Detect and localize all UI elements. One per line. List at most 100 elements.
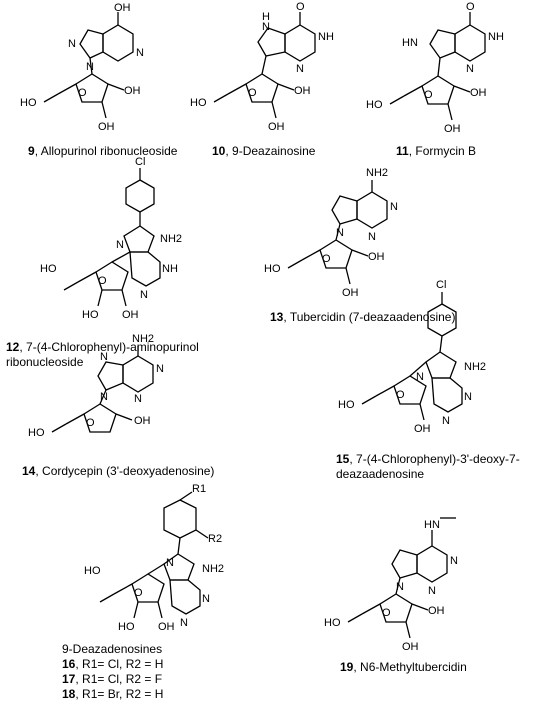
- atom-label-ho: HO: [20, 97, 37, 109]
- caption-10: 10, 9-Deazainosine: [212, 144, 316, 158]
- deaza-entry-16: 16, R1= Cl, R2 = H: [62, 657, 164, 671]
- atom-label-oh: OH: [158, 621, 175, 633]
- atom-label-h: H: [262, 11, 270, 23]
- atom-label-ho: HO: [118, 621, 135, 633]
- atom-label-hn: HN: [424, 519, 440, 531]
- atom-label-n: N: [68, 38, 76, 50]
- atom-label-cl: Cl: [436, 279, 446, 291]
- atom-label-oh: OH: [470, 87, 487, 99]
- atom-label-n: N: [136, 47, 144, 59]
- atom-label-o: O: [296, 1, 305, 13]
- atom-label-nh: NH: [318, 31, 334, 43]
- caption-13: 13, Tubercidin (7-deazaadenosine): [270, 310, 456, 324]
- atom-label-nh2: NH2: [132, 333, 154, 345]
- caption-9: 9, Allopurinol ribonucleoside: [28, 144, 178, 158]
- atom-label-n: N: [134, 393, 142, 405]
- atom-label-o: O: [424, 89, 433, 101]
- deaza-entry-18: 18, R1= Br, R2 = H: [62, 687, 164, 701]
- atom-label-ho: HO: [40, 263, 57, 275]
- atom-label-n: N: [390, 201, 398, 213]
- atom-label-n: N: [296, 63, 304, 75]
- atom-label-n: N: [368, 231, 376, 243]
- atom-label-n: N: [116, 239, 124, 251]
- atom-label-oh: OH: [342, 287, 359, 299]
- atom-label-r2: R2: [208, 533, 222, 545]
- atom-label-o: O: [98, 275, 107, 287]
- atom-label-n: N: [336, 227, 344, 239]
- atom-label-ho: HO: [82, 309, 99, 321]
- atom-label-ho: HO: [264, 263, 281, 275]
- structure-11: O HN NH N O HO OH OH: [366, 1, 504, 135]
- structure-12: Cl NH2 N NH N O HO HO OH: [40, 156, 182, 321]
- atom-label-o: O: [78, 87, 87, 99]
- atom-label-n: N: [202, 593, 210, 605]
- structure-13: NH2 N N N O HO OH OH: [264, 167, 398, 299]
- atom-label-o: O: [382, 607, 391, 619]
- caption-19: 19, N6-Methyltubercidin: [340, 660, 467, 674]
- atom-label-n: N: [100, 391, 108, 403]
- caption-15: 15, 7-(4-Chlorophenyl)-3'-deoxy-7-deazaa…: [336, 452, 520, 481]
- atom-label-n: N: [416, 371, 424, 383]
- caption-14: 14, Cordycepin (3'-deoxyadenosine): [22, 464, 215, 478]
- structure-14: NH2 N N N N O HO OH: [28, 333, 164, 439]
- atom-label-ho: HO: [190, 97, 207, 109]
- atom-label-o: O: [466, 1, 475, 13]
- structure-15: Cl NH2 N N N O HO OH: [338, 279, 486, 435]
- atom-label-oh: OH: [444, 123, 461, 135]
- atom-label-nh2: NH2: [160, 233, 182, 245]
- atom-label-o: O: [134, 587, 143, 599]
- atom-label-n: N: [156, 363, 164, 375]
- structure-10: O H N NH N O HO OH OH: [190, 1, 334, 133]
- atom-label-o: O: [396, 389, 405, 401]
- atom-label-oh: OH: [368, 251, 385, 263]
- atom-label-cl: Cl: [135, 156, 145, 168]
- atom-label-hn: HN: [402, 37, 418, 49]
- atom-label-nh: NH: [162, 263, 178, 275]
- structure-16-18: R1 R2 NH2 N N N O HO HO OH: [84, 483, 224, 633]
- atom-label-oh: OH: [428, 605, 445, 617]
- atom-label-ho: HO: [366, 99, 383, 111]
- atom-label-o: O: [322, 253, 331, 265]
- atom-label-o: O: [86, 417, 95, 429]
- atom-label-oh: OH: [294, 85, 311, 97]
- atom-label-ho: HO: [28, 427, 45, 439]
- atom-label-n: N: [100, 351, 108, 363]
- atom-label-nh2: NH2: [366, 167, 388, 179]
- caption-11: 11, Formycin B: [396, 144, 477, 158]
- atom-label-n: N: [262, 21, 270, 33]
- atom-label-nh: NH: [488, 31, 504, 43]
- atom-label-n: N: [180, 617, 188, 629]
- atom-label-nh2: NH2: [464, 361, 486, 373]
- atom-label-n: N: [442, 415, 450, 427]
- atom-label-ho: HO: [324, 617, 341, 629]
- atom-label-n: N: [86, 61, 94, 73]
- deaza-group-title: 9-Deazadenosines: [62, 642, 163, 656]
- atom-label-oh: OH: [402, 641, 419, 653]
- atom-label-n: N: [464, 391, 472, 403]
- structure-9: OH N N N O HO OH OH: [20, 2, 144, 133]
- atom-label-oh: OH: [268, 121, 285, 133]
- deaza-entry-17: 17, R1= Cl, R2 = F: [62, 672, 163, 686]
- structure-19: HN N N N O HO OH OH: [324, 517, 458, 653]
- atom-label-oh: OH: [114, 2, 131, 14]
- atom-label-o: O: [248, 87, 257, 99]
- atom-label-ho: HO: [338, 399, 355, 411]
- atom-label-ho: HO: [84, 565, 101, 577]
- atom-label-oh: OH: [122, 309, 139, 321]
- caption-deaza-group: 9-Deazadenosines 16, R1= Cl, R2 = H 17, …: [62, 642, 163, 702]
- atom-label-n: N: [450, 555, 458, 567]
- atom-label-oh: OH: [134, 415, 151, 427]
- atom-label-n: N: [396, 581, 404, 593]
- atom-label-oh: OH: [98, 121, 115, 133]
- atom-label-r1: R1: [192, 483, 206, 495]
- atom-label-nh2: NH2: [202, 563, 224, 575]
- atom-label-n: N: [428, 585, 436, 597]
- atom-label-oh: OH: [124, 85, 141, 97]
- atom-label-n: N: [140, 289, 148, 301]
- atom-label-n: N: [166, 557, 174, 569]
- atom-label-n: N: [466, 63, 474, 75]
- atom-label-oh: OH: [414, 423, 431, 435]
